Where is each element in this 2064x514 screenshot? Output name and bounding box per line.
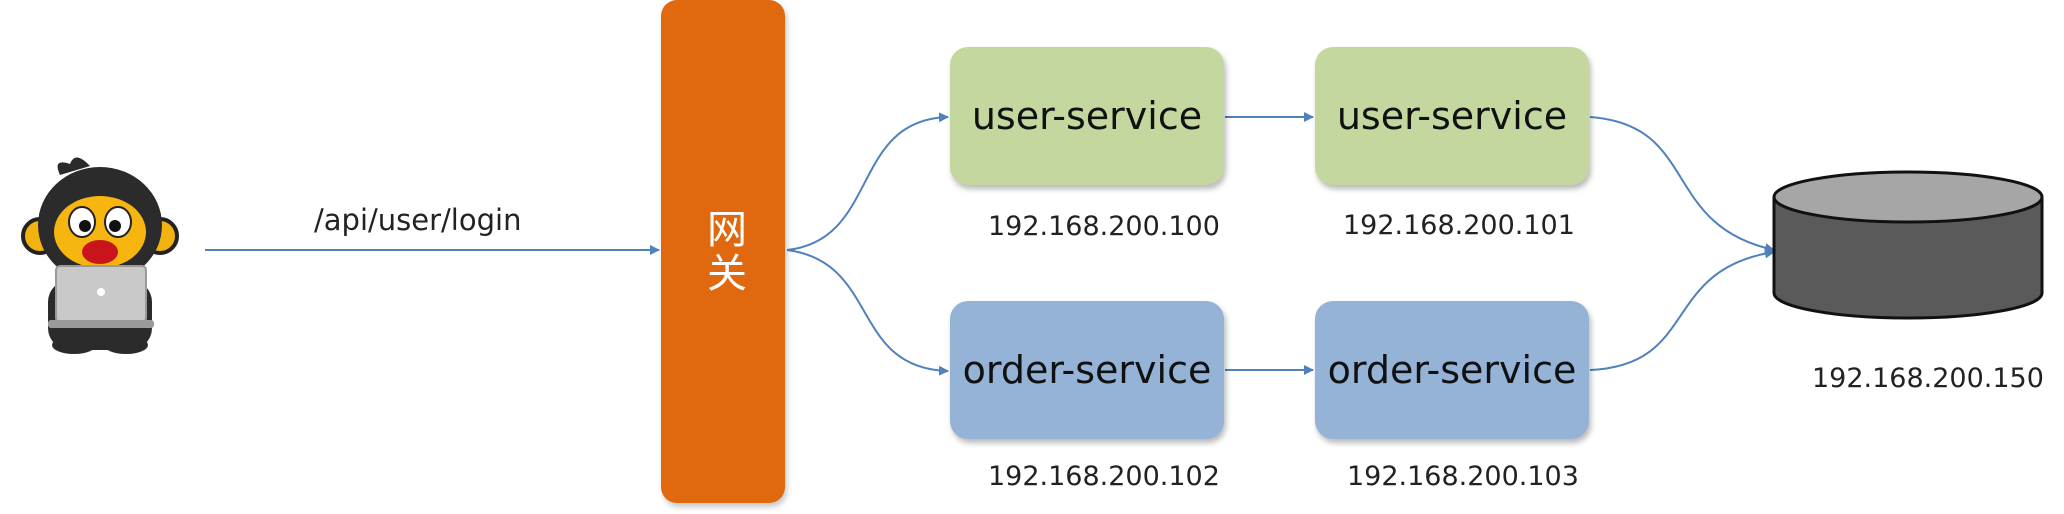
gateway-label: 网关 bbox=[700, 207, 746, 296]
service-name: user-service bbox=[1336, 94, 1568, 138]
gateway-node: 网关 bbox=[661, 0, 785, 503]
service-ip-label: 192.168.200.100 bbox=[988, 211, 1220, 242]
request-path-label: /api/user/login bbox=[314, 203, 522, 237]
service-ip-label: 192.168.200.103 bbox=[1347, 461, 1579, 492]
gateway-to-user-service-arrow bbox=[786, 112, 949, 251]
service-name: user-service bbox=[971, 94, 1203, 138]
database-ip-label: 192.168.200.150 bbox=[1812, 363, 2044, 394]
service-node: user-service bbox=[1315, 47, 1589, 185]
service-node: order-service bbox=[950, 301, 1224, 439]
gateway-to-order-service-arrow bbox=[786, 249, 949, 376]
database-icon bbox=[1772, 170, 2044, 320]
user-service-to-db-arrow bbox=[1589, 116, 1775, 253]
order-service-to-db-arrow bbox=[1589, 248, 1775, 371]
user-avatar-icon bbox=[21, 157, 179, 354]
service-ip-label: 192.168.200.101 bbox=[1343, 210, 1575, 241]
service-ip-label: 192.168.200.102 bbox=[988, 461, 1220, 492]
service-name: order-service bbox=[962, 348, 1212, 392]
service-node: user-service bbox=[950, 47, 1224, 185]
service-node: order-service bbox=[1315, 301, 1589, 439]
service-name: order-service bbox=[1327, 348, 1577, 392]
